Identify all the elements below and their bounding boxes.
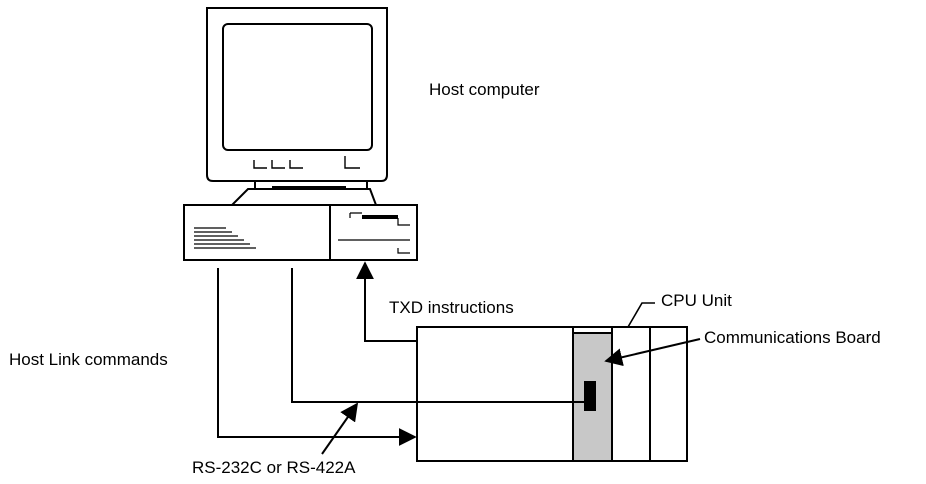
- serial-standard-label: RS-232C or RS-422A: [192, 458, 356, 477]
- monitor-screen: [222, 23, 373, 151]
- host-computer-label: Host computer: [429, 80, 540, 99]
- cpu-unit-leader: [627, 302, 655, 328]
- txd-instructions-label: TXD instructions: [389, 298, 514, 317]
- computer-case: [183, 204, 418, 261]
- serial-cable: [291, 268, 584, 403]
- host-link-arrow: [217, 268, 417, 446]
- monitor-buttons: [253, 156, 360, 169]
- drive-bay: [338, 212, 410, 254]
- serial-standard-arrow: [321, 402, 359, 455]
- drive-slot: [362, 215, 398, 219]
- txd-arrow: [356, 261, 417, 342]
- host-computer: [183, 7, 418, 261]
- cpu-unit-label: CPU Unit: [661, 291, 732, 310]
- monitor-base: [229, 188, 378, 206]
- monitor-outer: [206, 7, 388, 182]
- cpu-unit: [416, 326, 688, 462]
- host-link-commands-label: Host Link commands: [9, 350, 168, 369]
- cpu-unit-body: [416, 326, 688, 462]
- communications-port: [584, 381, 596, 411]
- communications-board-label: Communications Board: [704, 328, 881, 347]
- case-vents: [194, 227, 256, 249]
- communications-board-arrow: [604, 338, 701, 367]
